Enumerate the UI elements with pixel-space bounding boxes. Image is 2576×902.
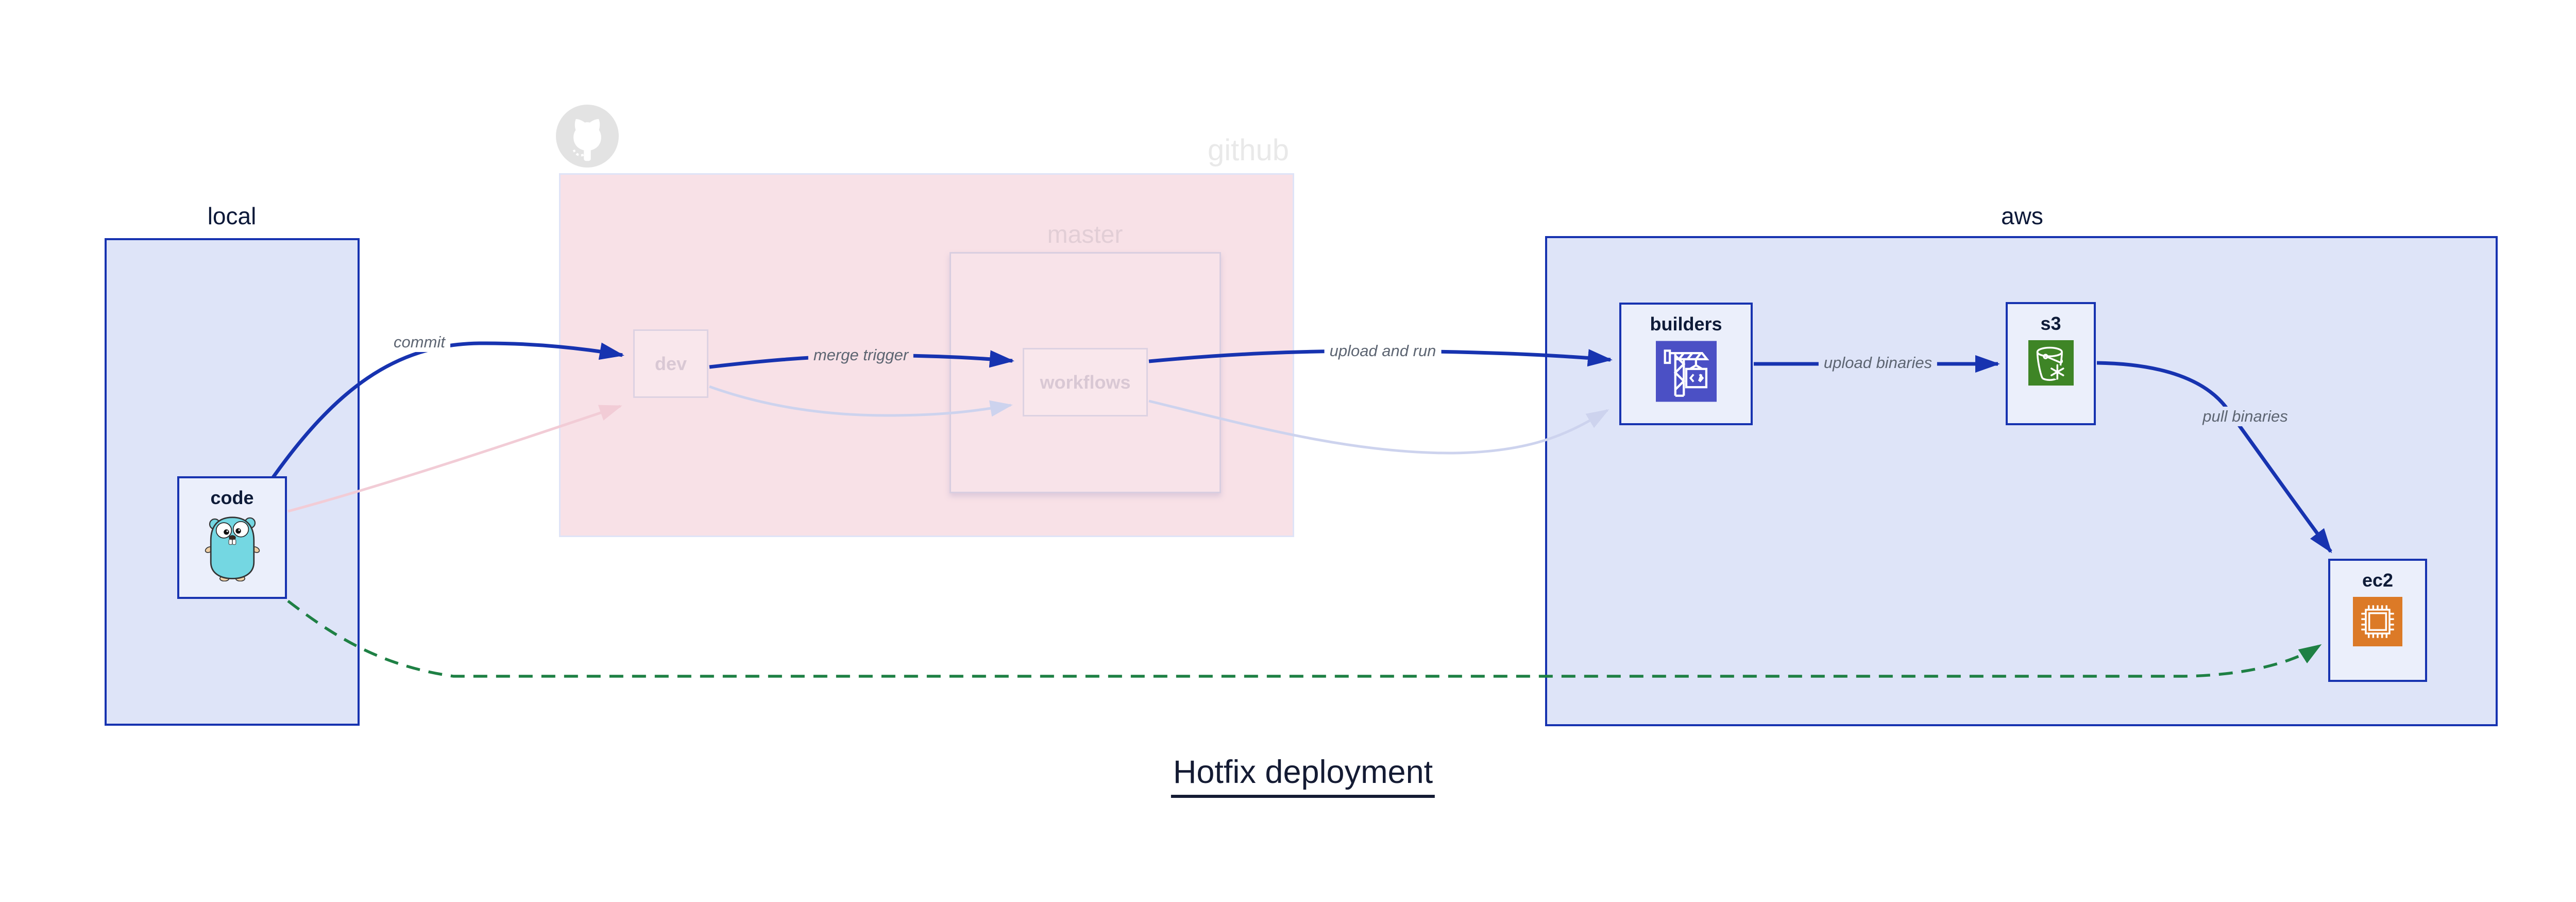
edge-label-commit: commit: [388, 332, 450, 353]
node-dev-label: dev: [654, 353, 687, 374]
node-ec2: ec2: [2328, 559, 2427, 682]
group-label-aws: aws: [2001, 203, 2043, 229]
edge-label-upload-and-run: upload and run: [1324, 341, 1442, 361]
diagram-title: Hotfix deployment: [1171, 754, 1435, 798]
edge-label-pull-binaries: pull binaries: [2197, 406, 2293, 427]
node-builders-label: builders: [1650, 313, 1722, 335]
group-label-master: master: [1047, 221, 1123, 248]
node-workflows: workflows: [1023, 348, 1148, 416]
go-gopher-icon: [205, 516, 260, 581]
edge-label-upload-binaries: upload binaries: [1818, 353, 1938, 373]
node-code: code: [177, 476, 287, 599]
edge-label-merge-trigger: merge trigger: [808, 345, 914, 365]
node-workflows-label: workflows: [1040, 371, 1131, 393]
node-code-label: code: [210, 487, 254, 508]
node-s3-label: s3: [2040, 313, 2061, 334]
group-label-github: github: [1207, 133, 1289, 167]
node-ec2-label: ec2: [2362, 570, 2394, 591]
ec2-chip-icon: [2353, 596, 2402, 646]
node-builders: builders: [1619, 303, 1753, 425]
codebuild-crane-icon: [1655, 341, 1717, 402]
node-dev: dev: [633, 329, 708, 398]
s3-bucket-icon: [2028, 340, 2074, 386]
node-s3: s3: [2006, 302, 2096, 425]
octocat-icon: [556, 105, 619, 168]
group-label-local: local: [207, 203, 257, 229]
